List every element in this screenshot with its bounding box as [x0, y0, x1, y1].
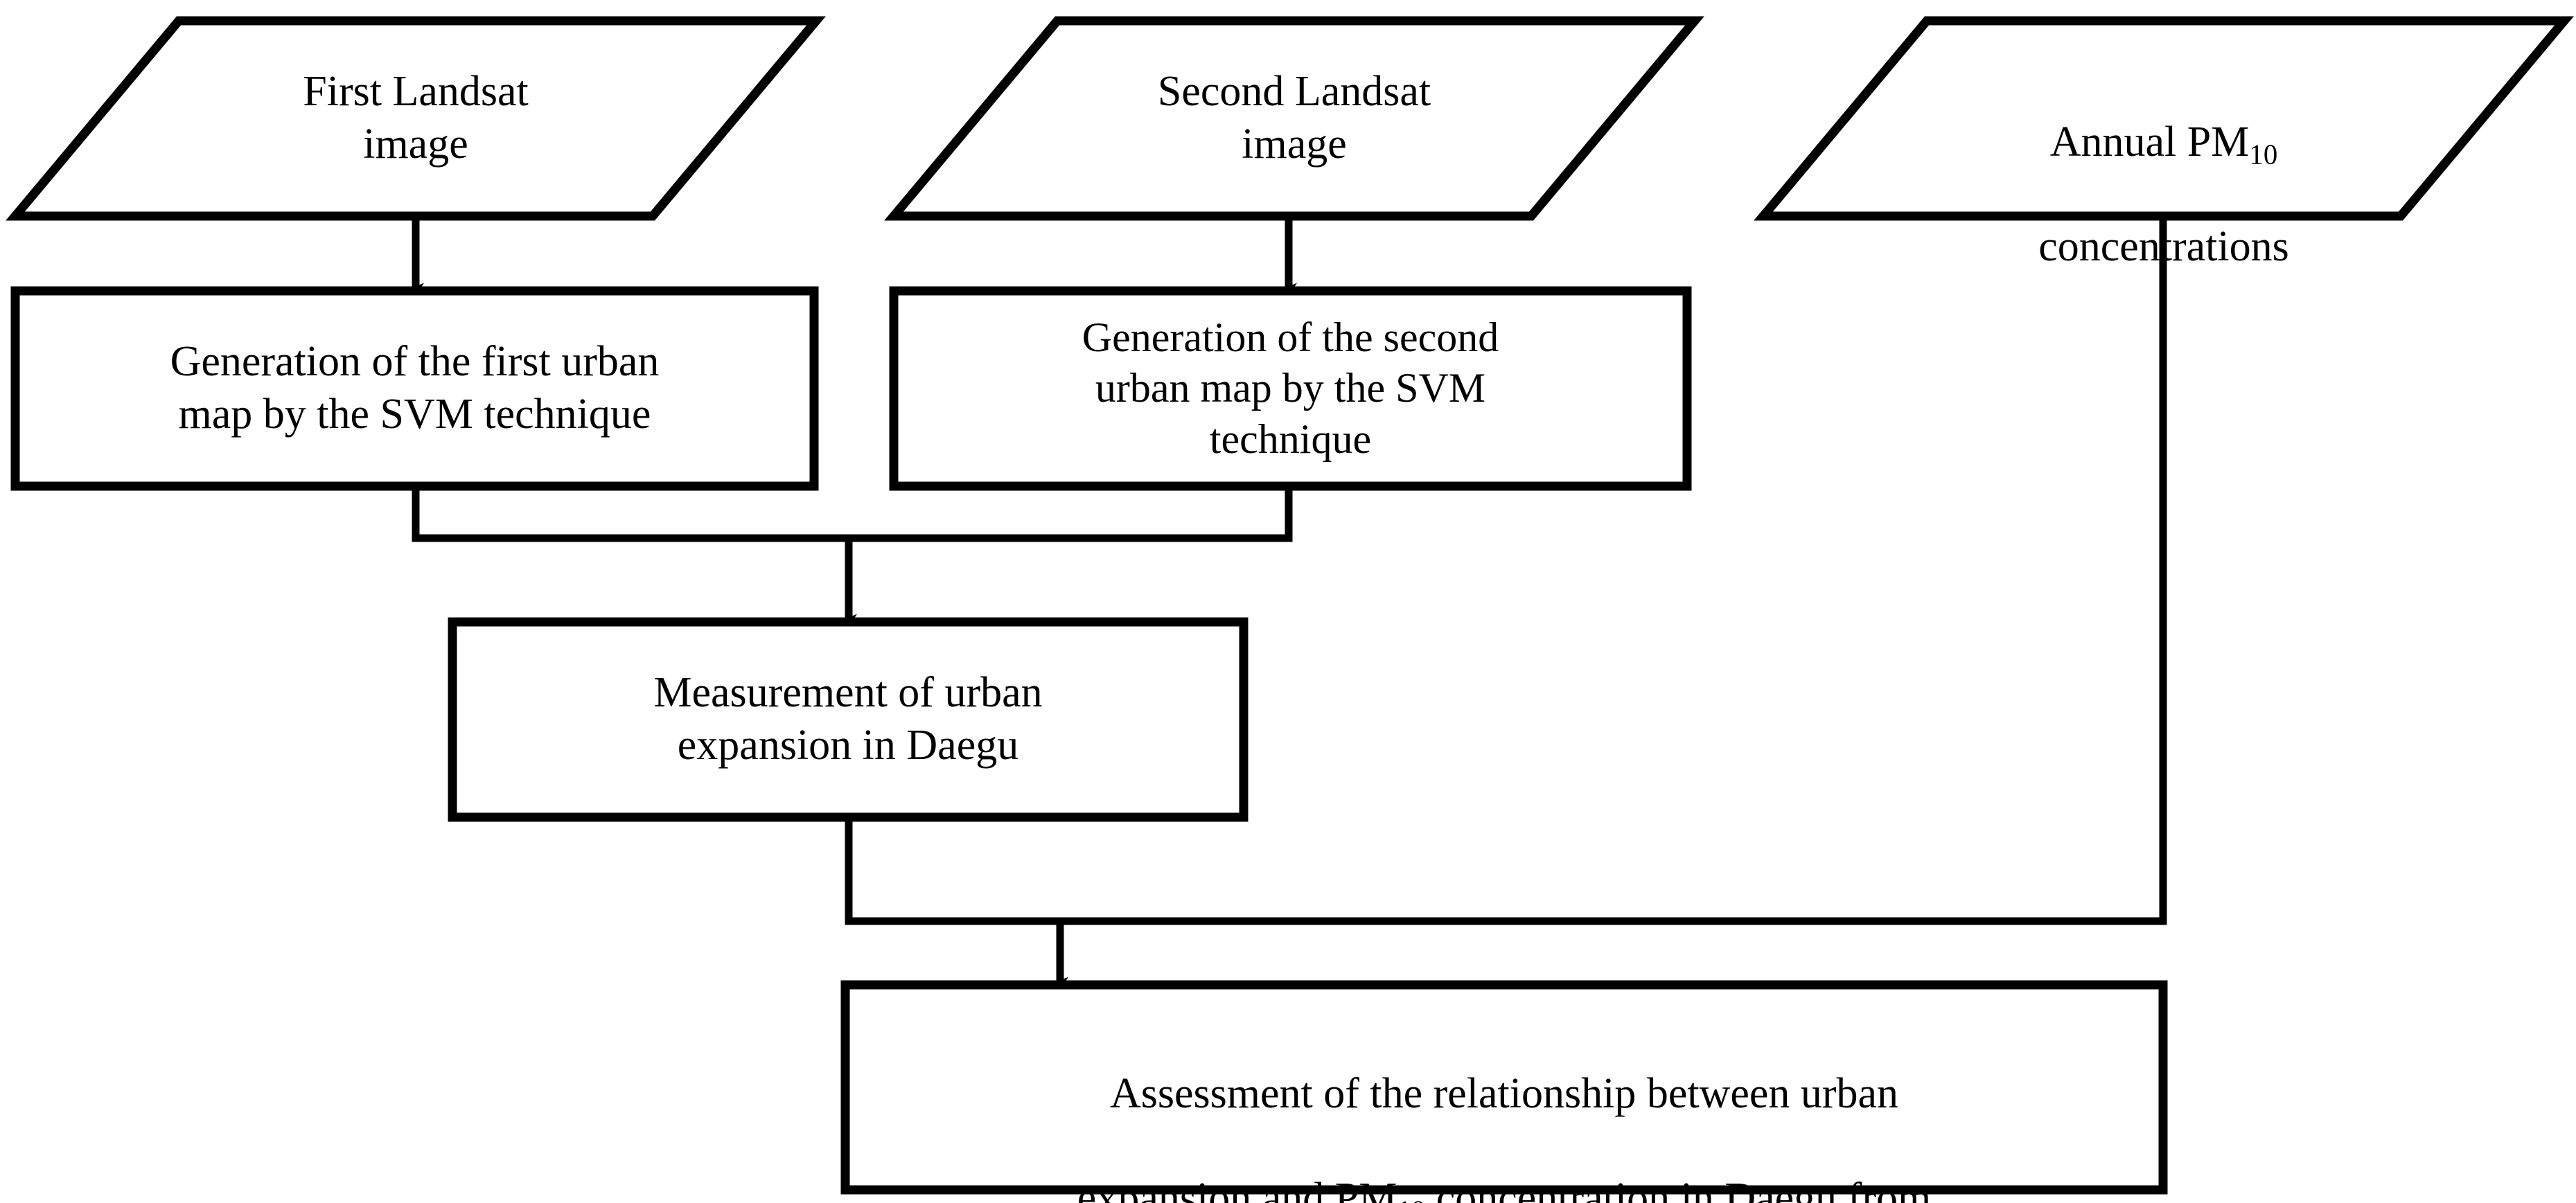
node-first-landsat-image-label: First Landsat image	[303, 68, 529, 168]
assessment-label-line-2: expansion and PM10 concentration in Daeg…	[858, 1173, 2151, 1203]
assessment-label-suffix: concentration in Daegu from	[1425, 1174, 1932, 1203]
assessment-label-prefix: expansion and PM	[1077, 1174, 1397, 1203]
edge-urban-maps-merge-bar	[412, 486, 1293, 542]
node-assessment-relationship-label: Assessment of the relationship between u…	[858, 985, 2151, 1203]
assessment-label-subscript: 10	[1397, 1195, 1425, 1203]
node-second-urban-map-label: Generation of the second urban map by th…	[1082, 314, 1499, 462]
assessment-label-line-1: Assessment of the relationship between u…	[1109, 1069, 1899, 1117]
node-measurement-urban-expansion-label: Measurement of urban expansion in Daegu	[653, 669, 1043, 769]
pm10-label-line-1: Annual PM10	[1918, 116, 2410, 169]
node-annual-pm10-concentrations-label: Annual PM10 concentrations	[1918, 21, 2410, 270]
pm10-label-prefix: Annual PM	[2049, 118, 2250, 166]
pm10-label-line-2: concentrations	[2038, 222, 2289, 270]
node-second-landsat-image-label: Second Landsat image	[1157, 68, 1431, 168]
node-first-urban-map-label: Generation of the first urban map by the…	[170, 338, 660, 438]
pm10-label-subscript: 10	[2249, 139, 2278, 170]
